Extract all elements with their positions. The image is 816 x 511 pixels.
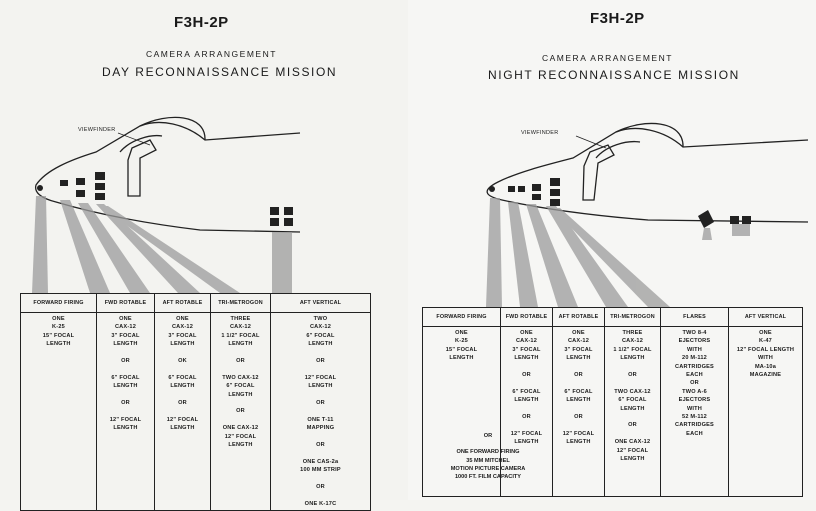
- left-header-tri-metrogon: TRI-METROGON: [210, 293, 271, 313]
- right-header-aft-vertical: AFT VERTICAL: [728, 307, 803, 327]
- left-cell-fwd-rotable: ONE CAX-12 3" FOCAL LENGTH OR 6" FOCAL L…: [96, 311, 155, 511]
- left-subtitle: CAMERA ARRANGEMENT: [146, 49, 277, 59]
- left-body-row: ONE K-25 15" FOCAL LENGTH ONE CAX-12 3" …: [20, 311, 371, 511]
- right-cell-forward-firing: ONE K-25 15" FOCAL LENGTH: [422, 326, 501, 497]
- left-camera-table: FORWARD FIRING FWD ROTABLE AFT ROTABLE T…: [20, 293, 371, 511]
- right-forward-firing-alternative: OR ONE FORWARD FIRING 35 MM MITCHEL MOTI…: [450, 433, 526, 481]
- left-header-fwd-rotable: FWD ROTABLE: [96, 293, 155, 313]
- left-header-forward-firing: FORWARD FIRING: [20, 293, 97, 313]
- right-model-title: F3H-2P: [590, 10, 645, 27]
- left-cell-aft-vertical: TWO CAX-12 6" FOCAL LENGTH OR 12" FOCAL …: [270, 311, 371, 511]
- left-header-aft-vertical: AFT VERTICAL: [270, 293, 371, 313]
- right-header-flares: FLARES: [660, 307, 729, 327]
- right-cell-fwd-rotable: ONE CAX-12 3" FOCAL LENGTH OR 6" FOCAL L…: [500, 326, 553, 497]
- right-cell-tri-metrogon: THREE CAX-12 1 1/2" FOCAL LENGTH OR TWO …: [604, 326, 661, 497]
- right-aircraft-diagram: [486, 122, 809, 307]
- right-page: F3H-2P CAMERA ARRANGEMENT NIGHT RECONNAI…: [408, 0, 816, 500]
- left-viewfinder-label: VIEWFINDER: [78, 127, 116, 133]
- right-camera-table: FORWARD FIRING FWD ROTABLE AFT ROTABLE T…: [422, 307, 803, 497]
- right-cell-flares: TWO 8-4 EJECTORS WITH 20 M-112 CARTRIDGE…: [660, 326, 729, 497]
- left-aircraft-diagram: [32, 116, 301, 293]
- right-mission-title: NIGHT RECONNAISSANCE MISSION: [488, 68, 740, 82]
- right-header-fwd-rotable: FWD ROTABLE: [500, 307, 553, 327]
- left-page: F3H-2P CAMERA ARRANGEMENT DAY RECONNAISS…: [0, 0, 408, 511]
- right-header-tri-metrogon: TRI-METROGON: [604, 307, 661, 327]
- right-header-row: FORWARD FIRING FWD ROTABLE AFT ROTABLE T…: [422, 307, 803, 327]
- right-viewfinder-label: VIEWFINDER: [521, 130, 559, 136]
- left-cell-tri-metrogon: THREE CAX-12 1 1/2" FOCAL LENGTH OR TWO …: [210, 311, 271, 511]
- right-body-row: ONE K-25 15" FOCAL LENGTH ONE CAX-12 3" …: [422, 326, 803, 497]
- right-header-aft-rotable: AFT ROTABLE: [552, 307, 605, 327]
- right-cell-aft-vertical: ONE K-47 12" FOCAL LENGTH WITH MA-10a MA…: [728, 326, 803, 497]
- right-header-forward-firing: FORWARD FIRING: [422, 307, 501, 327]
- left-model-title: F3H-2P: [174, 14, 229, 31]
- left-header-aft-rotable: AFT ROTABLE: [154, 293, 211, 313]
- right-subtitle: CAMERA ARRANGEMENT: [542, 53, 673, 63]
- left-header-row: FORWARD FIRING FWD ROTABLE AFT ROTABLE T…: [20, 293, 371, 313]
- left-mission-title: DAY RECONNAISSANCE MISSION: [102, 65, 338, 79]
- left-cell-aft-rotable: ONE CAX-12 3" FOCAL LENGTH OK 6" FOCAL L…: [154, 311, 211, 511]
- left-cell-forward-firing: ONE K-25 15" FOCAL LENGTH: [20, 311, 97, 511]
- right-cell-aft-rotable: ONE CAX-12 3" FOCAL LENGTH OR 6" FOCAL L…: [552, 326, 605, 497]
